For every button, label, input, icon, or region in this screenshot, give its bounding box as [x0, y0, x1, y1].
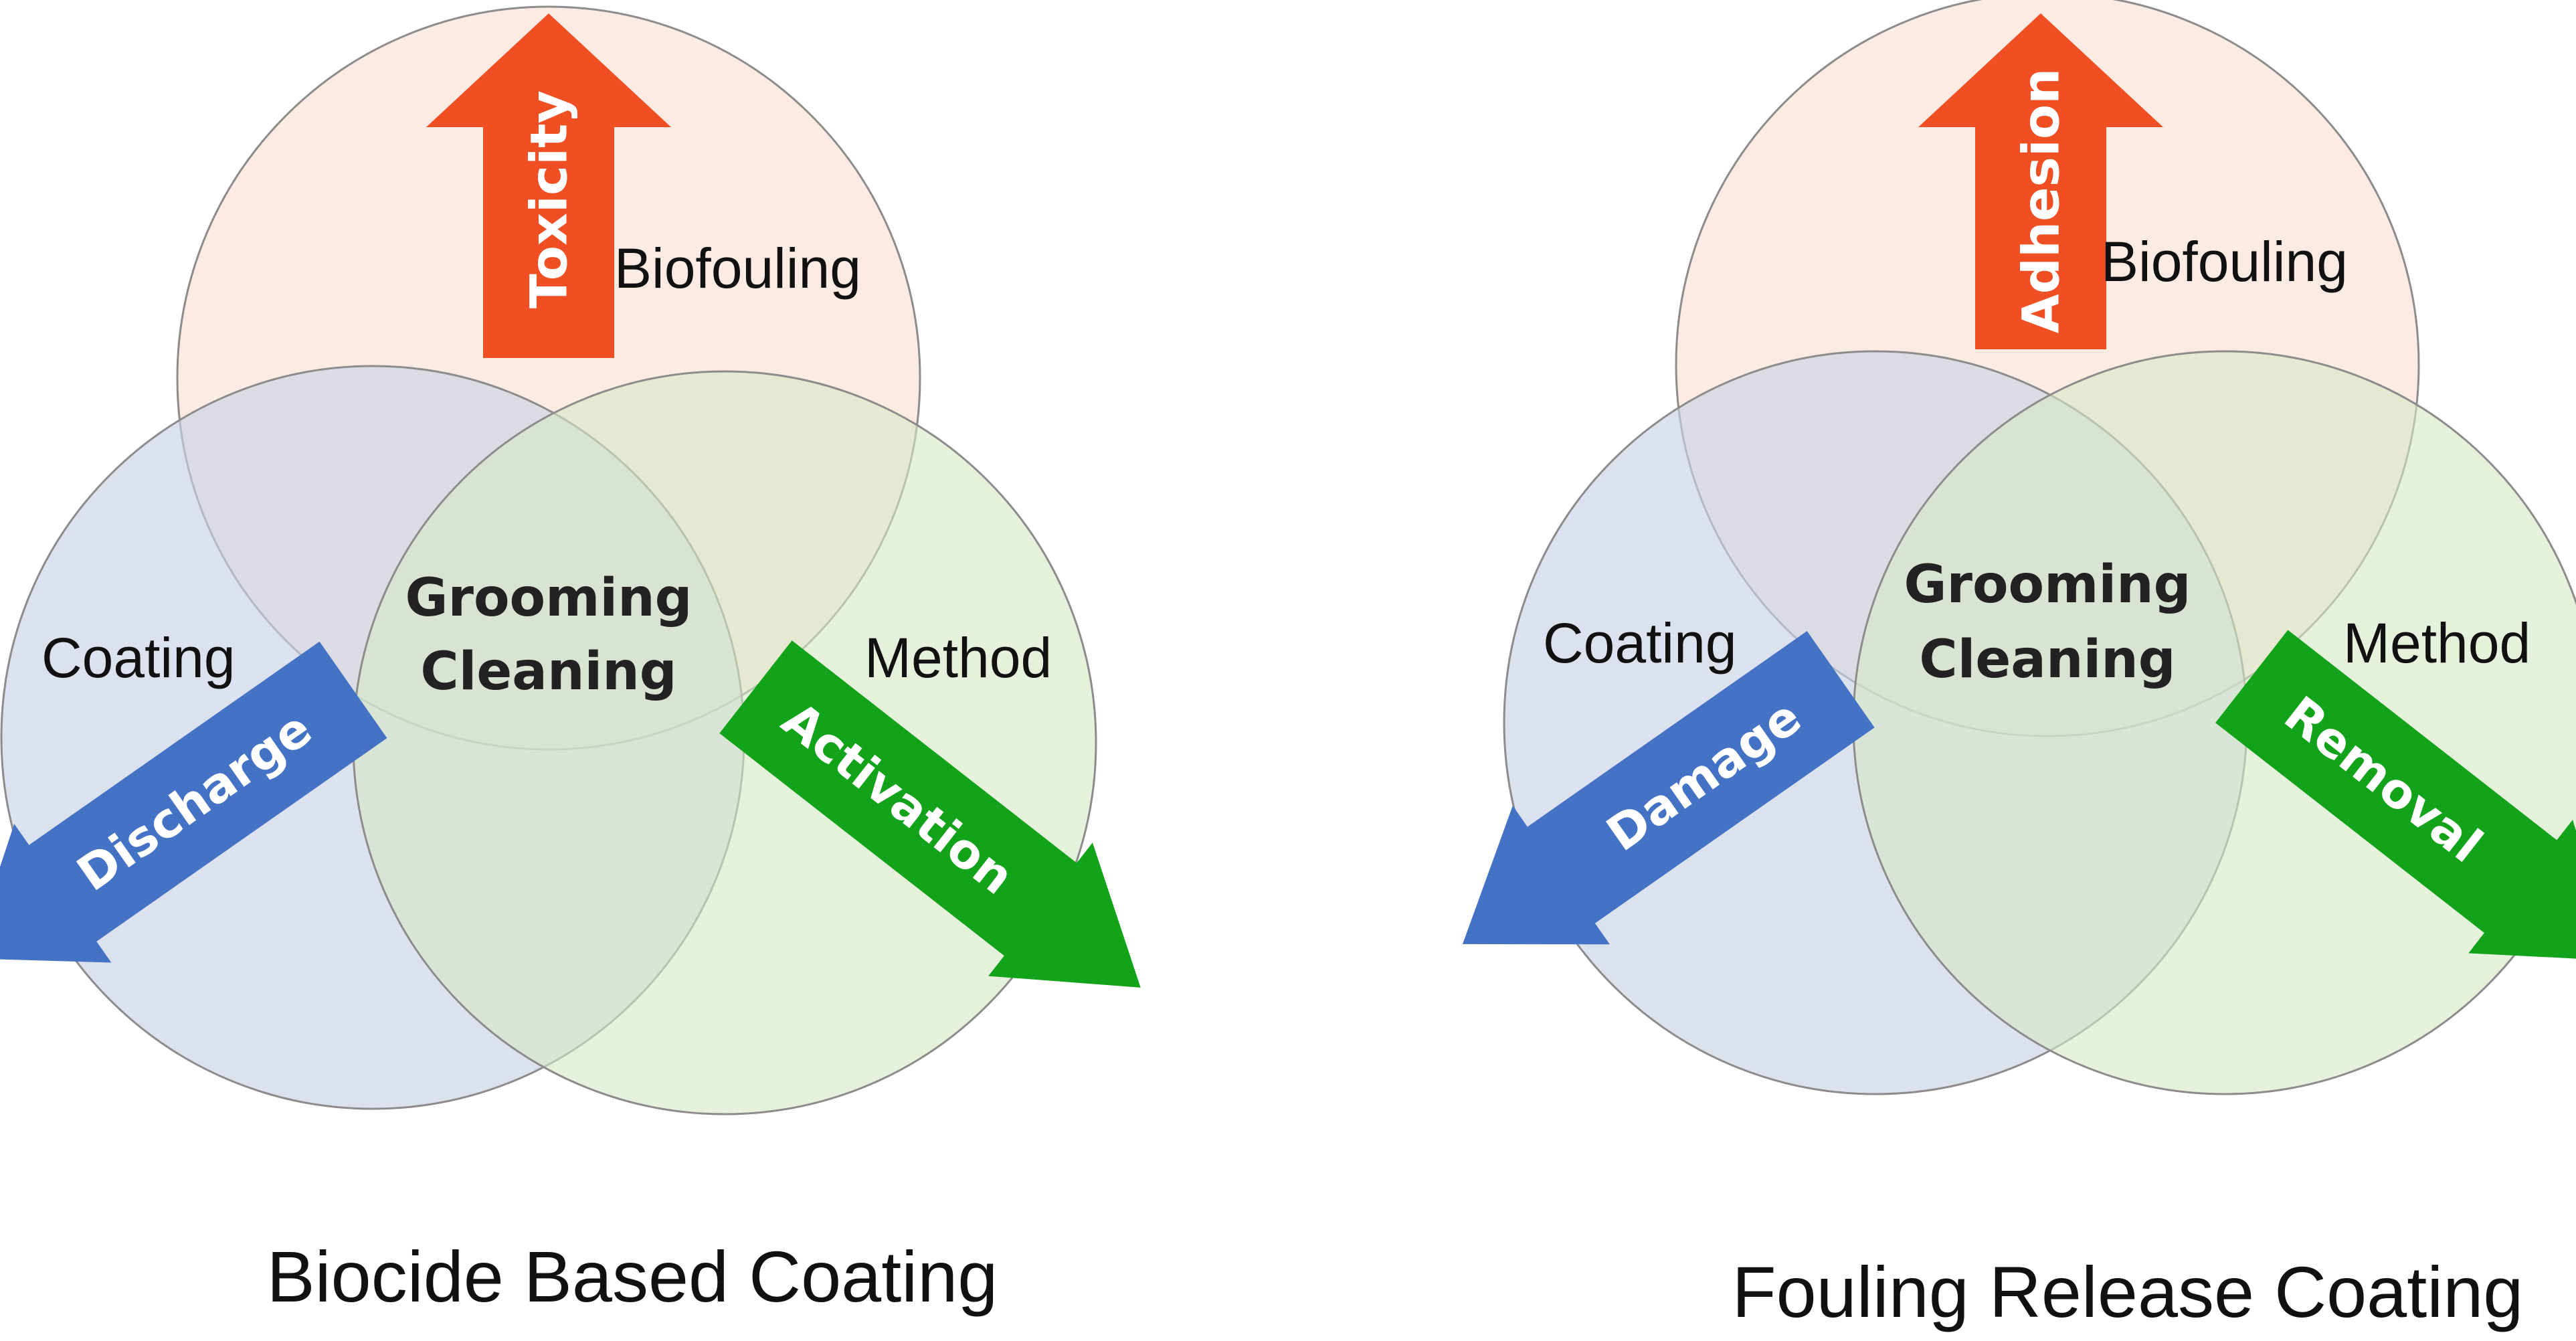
arrow-right-shape	[719, 640, 1141, 988]
arrow-left-shape	[0, 641, 387, 963]
label-biofouling: Biofouling	[614, 237, 861, 300]
arrow-up: Toxicity	[426, 13, 671, 358]
venn-diagram-fouling-release: Adhesion Damage Removal Biofouling Coati…	[1462, 0, 2576, 1332]
center-label-line2: Cleaning	[1919, 630, 2175, 690]
arrow-up-label: Adhesion	[2011, 68, 2071, 333]
center-label-line1: Grooming	[1904, 555, 2191, 615]
venn-diagram-biocide: Toxicity Discharge Activation Biofouling…	[0, 5, 1141, 1317]
circle-method	[1852, 350, 2576, 1095]
arrow-up-label: Toxicity	[519, 90, 579, 308]
label-biofouling: Biofouling	[2101, 230, 2348, 293]
arrow-up: Adhesion	[1918, 13, 2163, 349]
label-method: Method	[864, 626, 1052, 689]
label-coating: Coating	[41, 626, 236, 689]
center-label-line1: Grooming	[405, 568, 692, 628]
circle-method	[352, 370, 1097, 1115]
label-method: Method	[2343, 612, 2531, 675]
caption-fouling-release: Fouling Release Coating	[1732, 1251, 2524, 1332]
arrow-up-shape	[1918, 13, 2163, 349]
caption-biocide: Biocide Based Coating	[267, 1236, 998, 1317]
label-coating: Coating	[1543, 612, 1737, 675]
arrow-left-shape	[1462, 631, 1875, 945]
arrow-up-shape	[426, 13, 671, 358]
arrow-right-shape	[2215, 630, 2576, 961]
center-label-line2: Cleaning	[420, 642, 676, 702]
